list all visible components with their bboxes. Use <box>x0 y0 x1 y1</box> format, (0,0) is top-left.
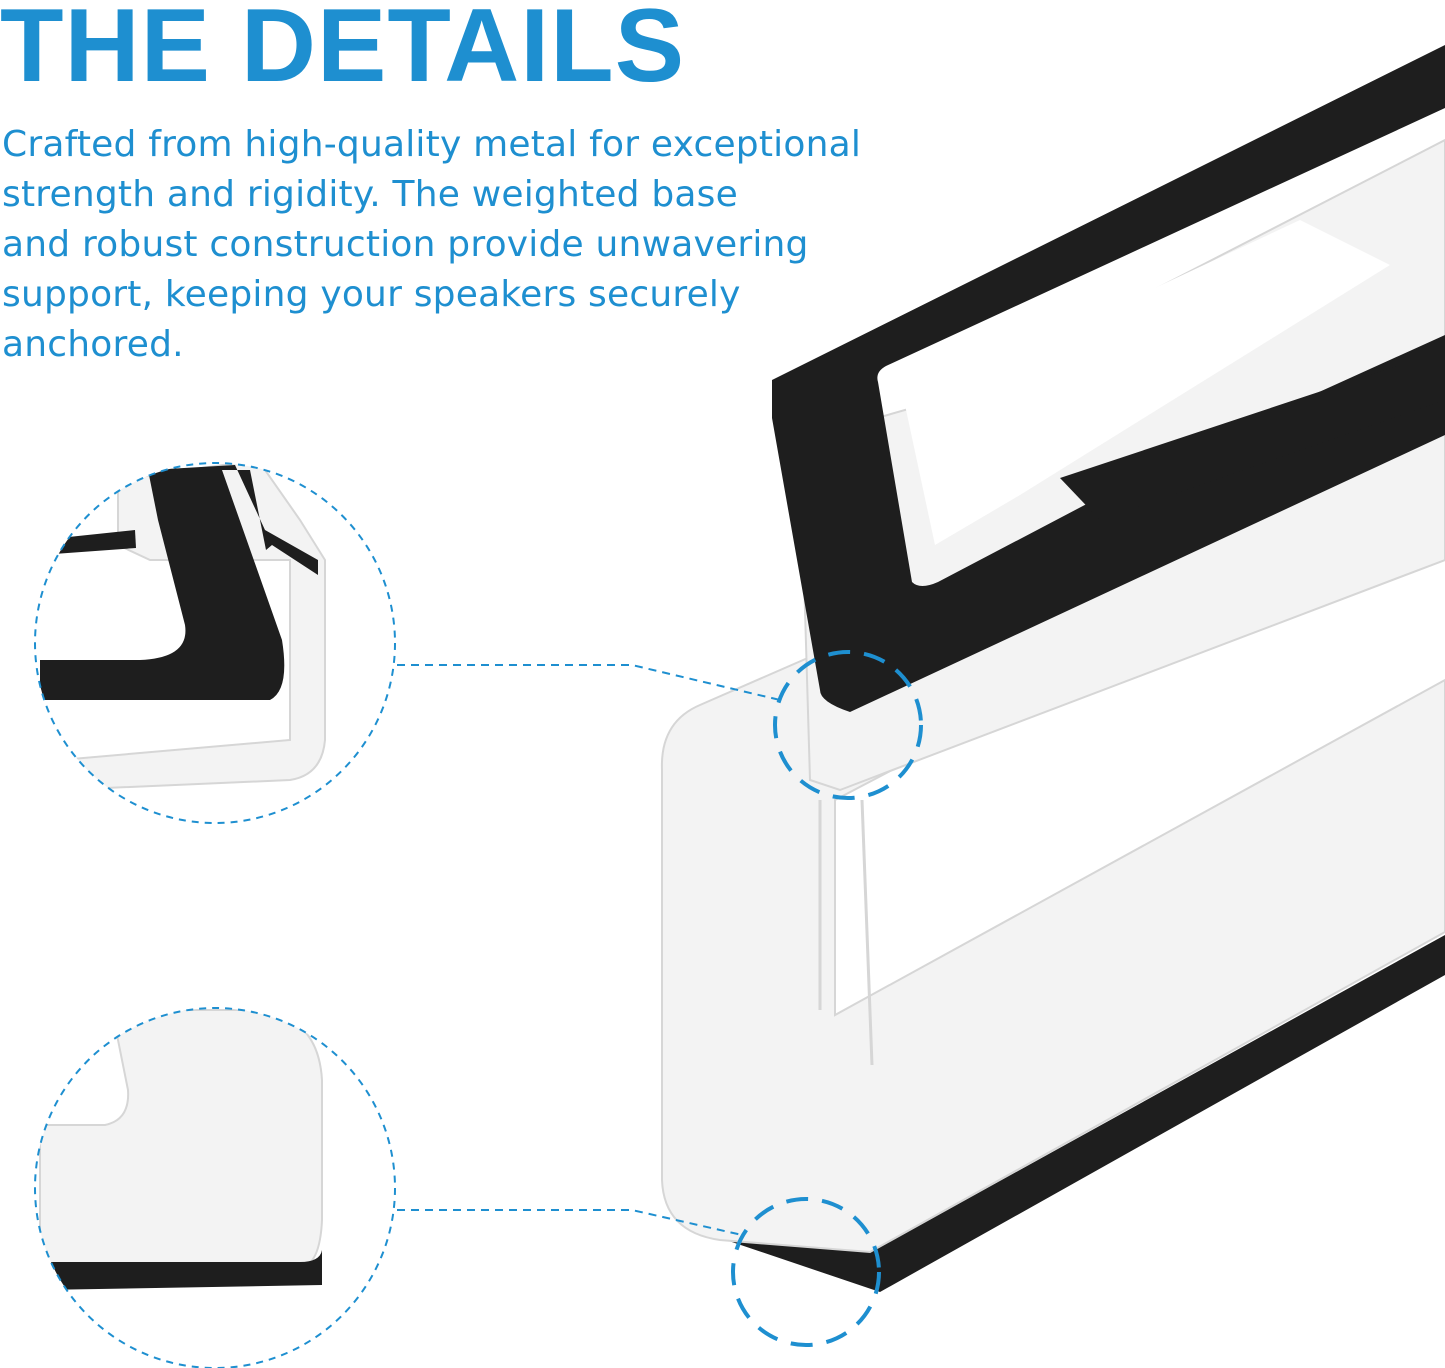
description-line: strength and rigidity. The weighted base <box>2 174 738 215</box>
top-foam-rail <box>1060 350 1445 520</box>
zoom-ring-top <box>34 462 396 824</box>
description-line: Crafted from high-quality metal for exce… <box>2 124 862 165</box>
detail-marker-bottom <box>731 1197 881 1347</box>
top-foam-frame <box>772 45 1445 712</box>
callout-lines <box>397 664 781 1236</box>
description-line: support, keeping your speakers securely <box>2 274 741 315</box>
base-frame <box>660 378 1445 1254</box>
description-line: and robust construction provide unwaveri… <box>2 224 809 265</box>
callout-line-top <box>397 664 781 701</box>
speaker-stand-base <box>660 378 1445 1292</box>
callout-line-bottom <box>397 1209 743 1236</box>
detail-marker-top <box>773 650 923 800</box>
zoom-detail-top <box>35 463 395 823</box>
base-inner-edge <box>818 799 874 1066</box>
zoom-detail-bottom <box>35 1008 395 1368</box>
zoom-ring-bottom <box>34 1007 396 1368</box>
top-window <box>905 220 1390 545</box>
headline: THE DETAILS <box>0 0 686 104</box>
description: Crafted from high-quality metal for exce… <box>2 120 882 370</box>
speaker-stand-top <box>772 45 1445 792</box>
description-line: anchored. <box>2 324 184 365</box>
base-foam-pad <box>720 935 1445 1292</box>
